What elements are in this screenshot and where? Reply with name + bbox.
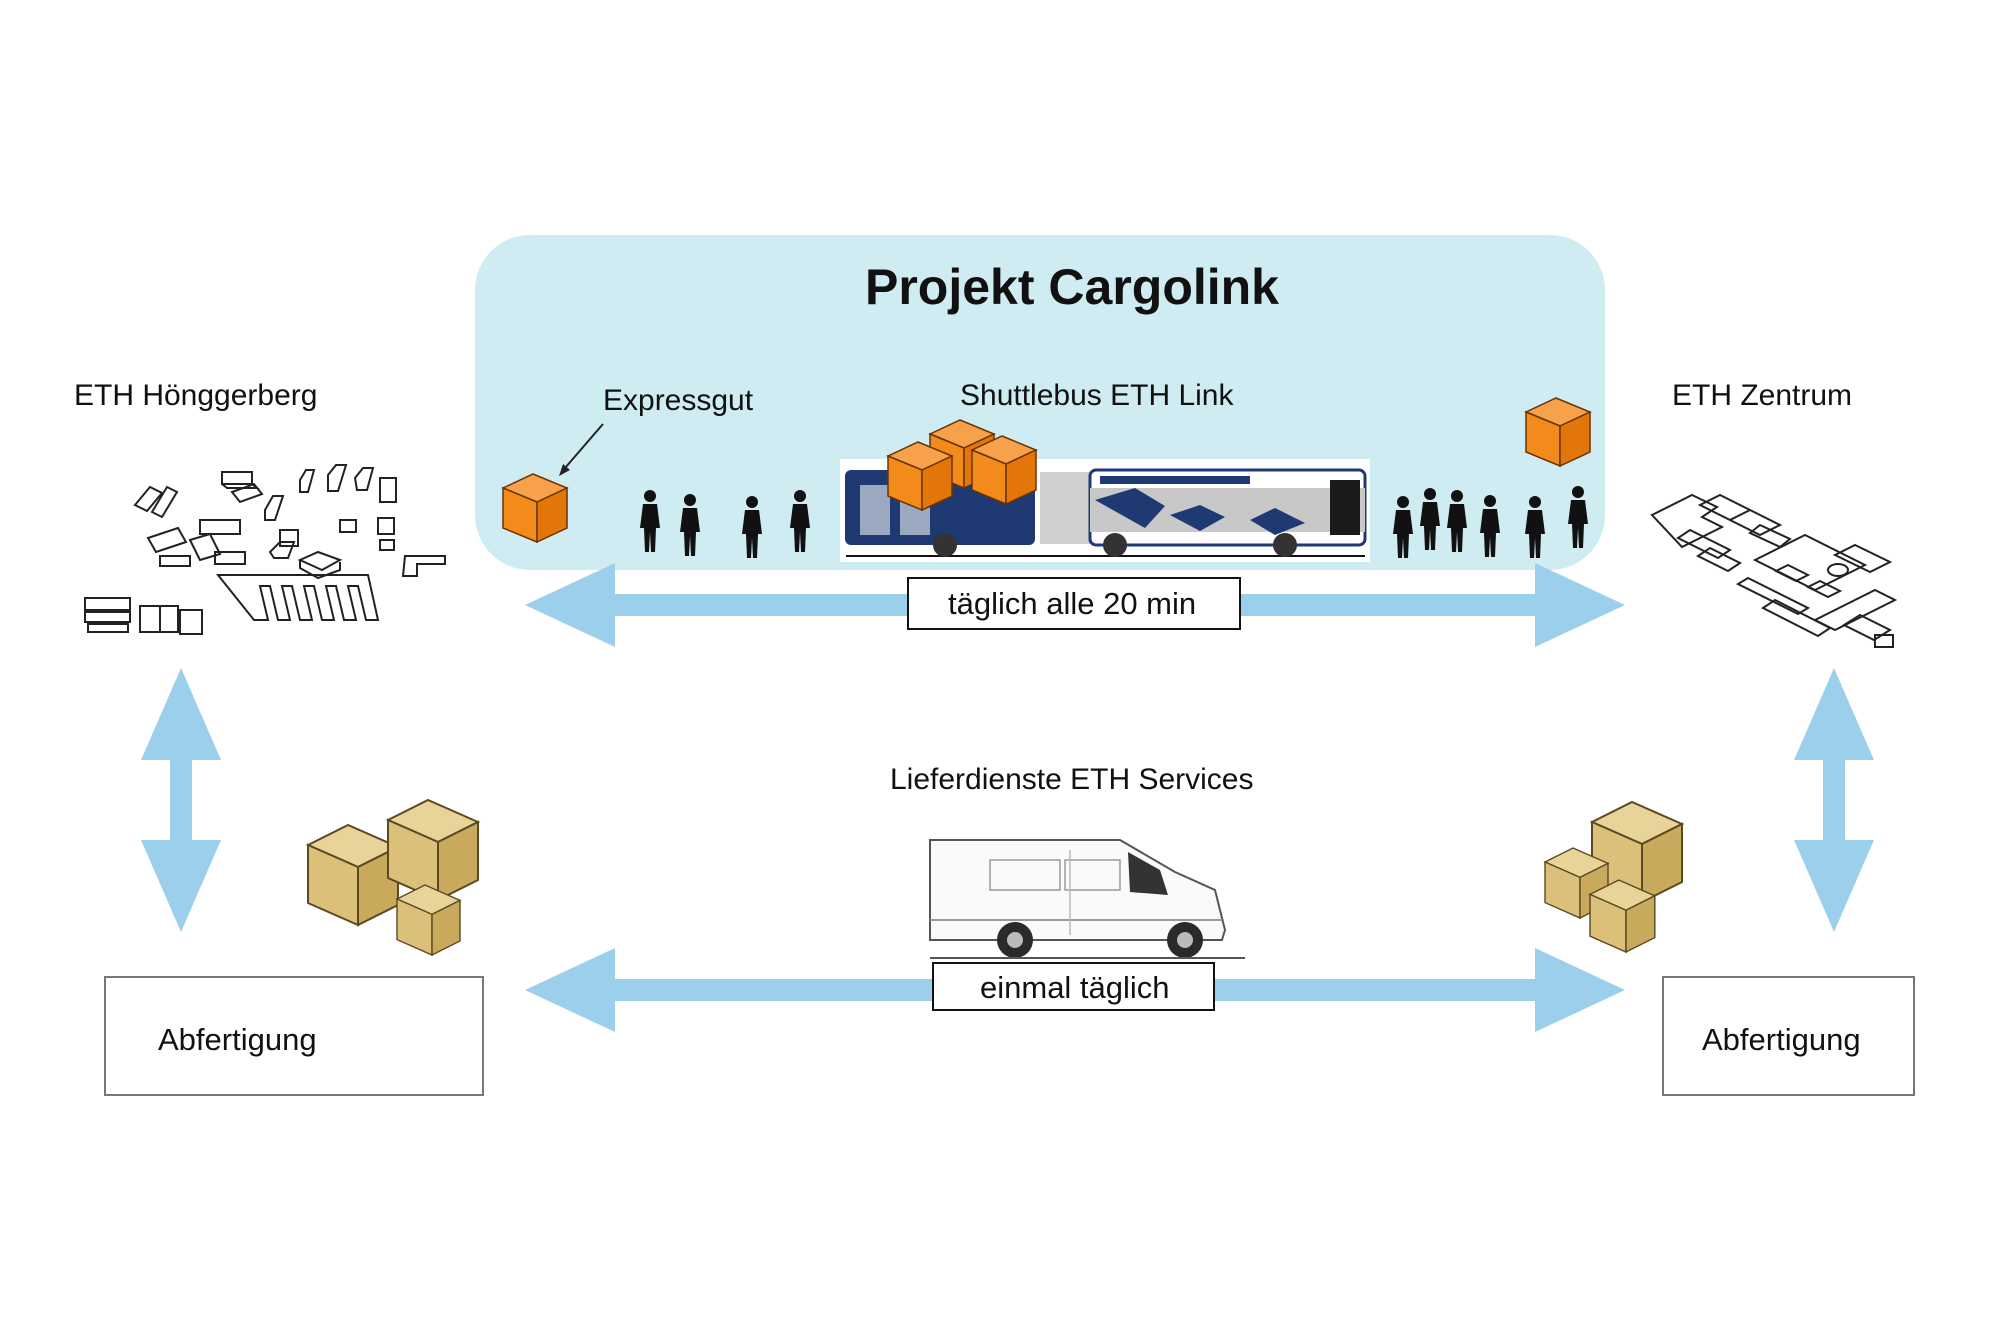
shuttle-bus-icon [840,459,1370,562]
expressgut-label: Expressgut [603,384,754,417]
cardboard-boxes-right-icon [1544,801,1683,953]
shuttlebus-label: Shuttlebus ETH Link [960,379,1234,412]
cardboard-boxes-left-icon [307,799,479,956]
campus-zentrum-icon [1650,493,1898,648]
abfertigung-right-box [1662,976,1915,1096]
frequency-top-box [907,577,1241,630]
express-parcel-left-icon [502,473,568,543]
diagram-title: Projekt Cargolink [865,259,1279,315]
frequency-bottom-label: einmal täglich [980,970,1170,1005]
right-vertical-arrow [1794,668,1874,932]
abfertigung-right-label: Abfertigung [1702,1022,1861,1057]
campus-hoenggerberg-icon [84,464,446,635]
abfertigung-left-box [104,976,484,1096]
delivery-van-icon [929,839,1245,959]
left-vertical-arrow [141,668,221,932]
express-parcel-right-icon [1525,397,1591,467]
frequency-bottom-box [932,962,1215,1011]
lieferdienste-label: Lieferdienste ETH Services [890,763,1254,796]
location-label-zentrum: ETH Zentrum [1672,379,1853,412]
location-label-hoenggerberg: ETH Hönggerberg [74,379,318,412]
frequency-top-label: täglich alle 20 min [948,586,1197,621]
abfertigung-left-label: Abfertigung [158,1022,317,1057]
expressgut-pointer [564,423,604,469]
expressgut-pointer-head [559,464,570,476]
